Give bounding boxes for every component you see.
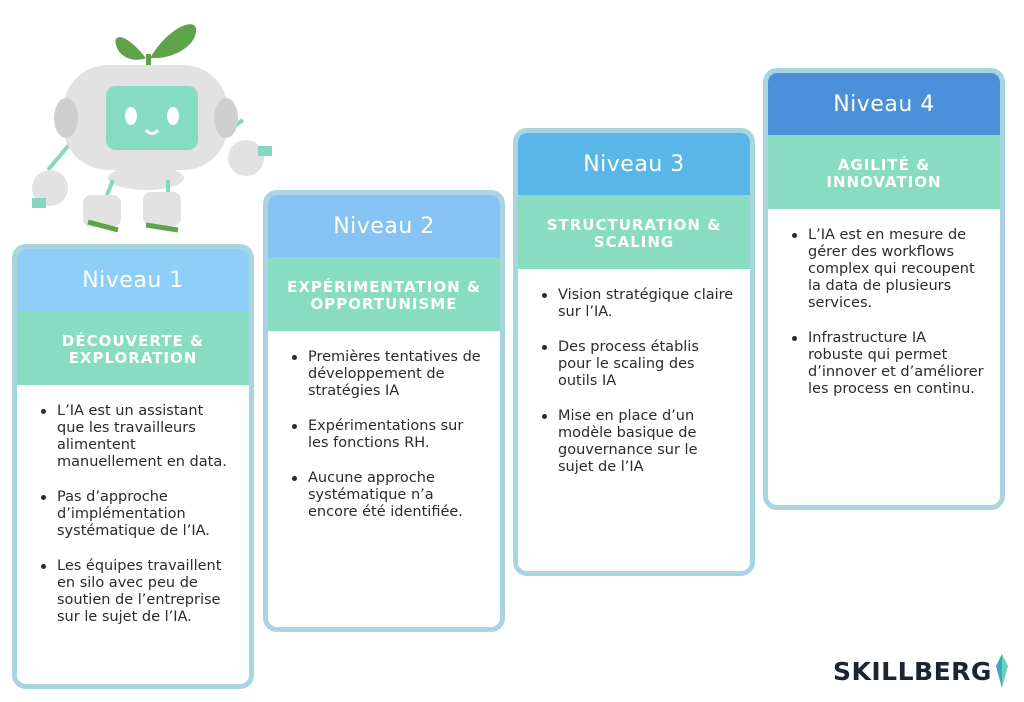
- bullet-list: Premières tentatives de développement de…: [268, 331, 500, 521]
- bullet-list: L’IA est un assistant que les travailleu…: [17, 385, 249, 626]
- list-item: Mise en place d’un modèle basique de gou…: [542, 408, 734, 476]
- list-item: Premières tentatives de développement de…: [292, 349, 484, 400]
- level-label: Niveau 3: [518, 133, 750, 195]
- robot-mascot-icon: [32, 24, 272, 233]
- list-item: L’IA est un assistant que les travailleu…: [41, 403, 233, 471]
- list-item: Aucune approche systématique n’a encore …: [292, 470, 484, 521]
- bullet-list: Vision stratégique claire sur l’IA. Des …: [518, 269, 750, 476]
- list-item: Des process établis pour le scaling des …: [542, 339, 734, 390]
- list-item: Expérimentations sur les fonctions RH.: [292, 418, 484, 452]
- level-card-3: Niveau 3 STRUCTURATION & SCALING Vision …: [513, 128, 755, 576]
- level-label: Niveau 4: [768, 73, 1000, 135]
- brand-name: SKILLBERG: [833, 656, 992, 686]
- list-item: Infrastructure IA robuste qui permet d’i…: [792, 330, 984, 397]
- level-theme: DÉCOUVERTE & EXPLORATION: [17, 311, 249, 385]
- bullet-list: L’IA est en mesure de gérer des workflow…: [768, 209, 1000, 398]
- level-theme: AGILITÉ & INNOVATION: [768, 135, 1000, 209]
- level-card-2: Niveau 2 EXPÉRIMENTATION & OPPORTUNISME …: [263, 190, 505, 632]
- level-theme: STRUCTURATION & SCALING: [518, 195, 750, 269]
- level-card-4: Niveau 4 AGILITÉ & INNOVATION L’IA est e…: [763, 68, 1005, 510]
- list-item: Pas d’approche d’implémentation systémat…: [41, 489, 233, 540]
- level-theme: EXPÉRIMENTATION & OPPORTUNISME: [268, 257, 500, 331]
- brand-logo: SKILLBERG: [833, 654, 1009, 688]
- level-label: Niveau 1: [17, 249, 249, 311]
- level-label: Niveau 2: [268, 195, 500, 257]
- list-item: Les équipes travaillent en silo avec peu…: [41, 558, 233, 626]
- level-card-1: Niveau 1 DÉCOUVERTE & EXPLORATION L’IA e…: [12, 244, 254, 689]
- list-item: Vision stratégique claire sur l’IA.: [542, 287, 734, 320]
- list-item: L’IA est en mesure de gérer des workflow…: [792, 227, 984, 312]
- crystal-icon: [995, 654, 1008, 688]
